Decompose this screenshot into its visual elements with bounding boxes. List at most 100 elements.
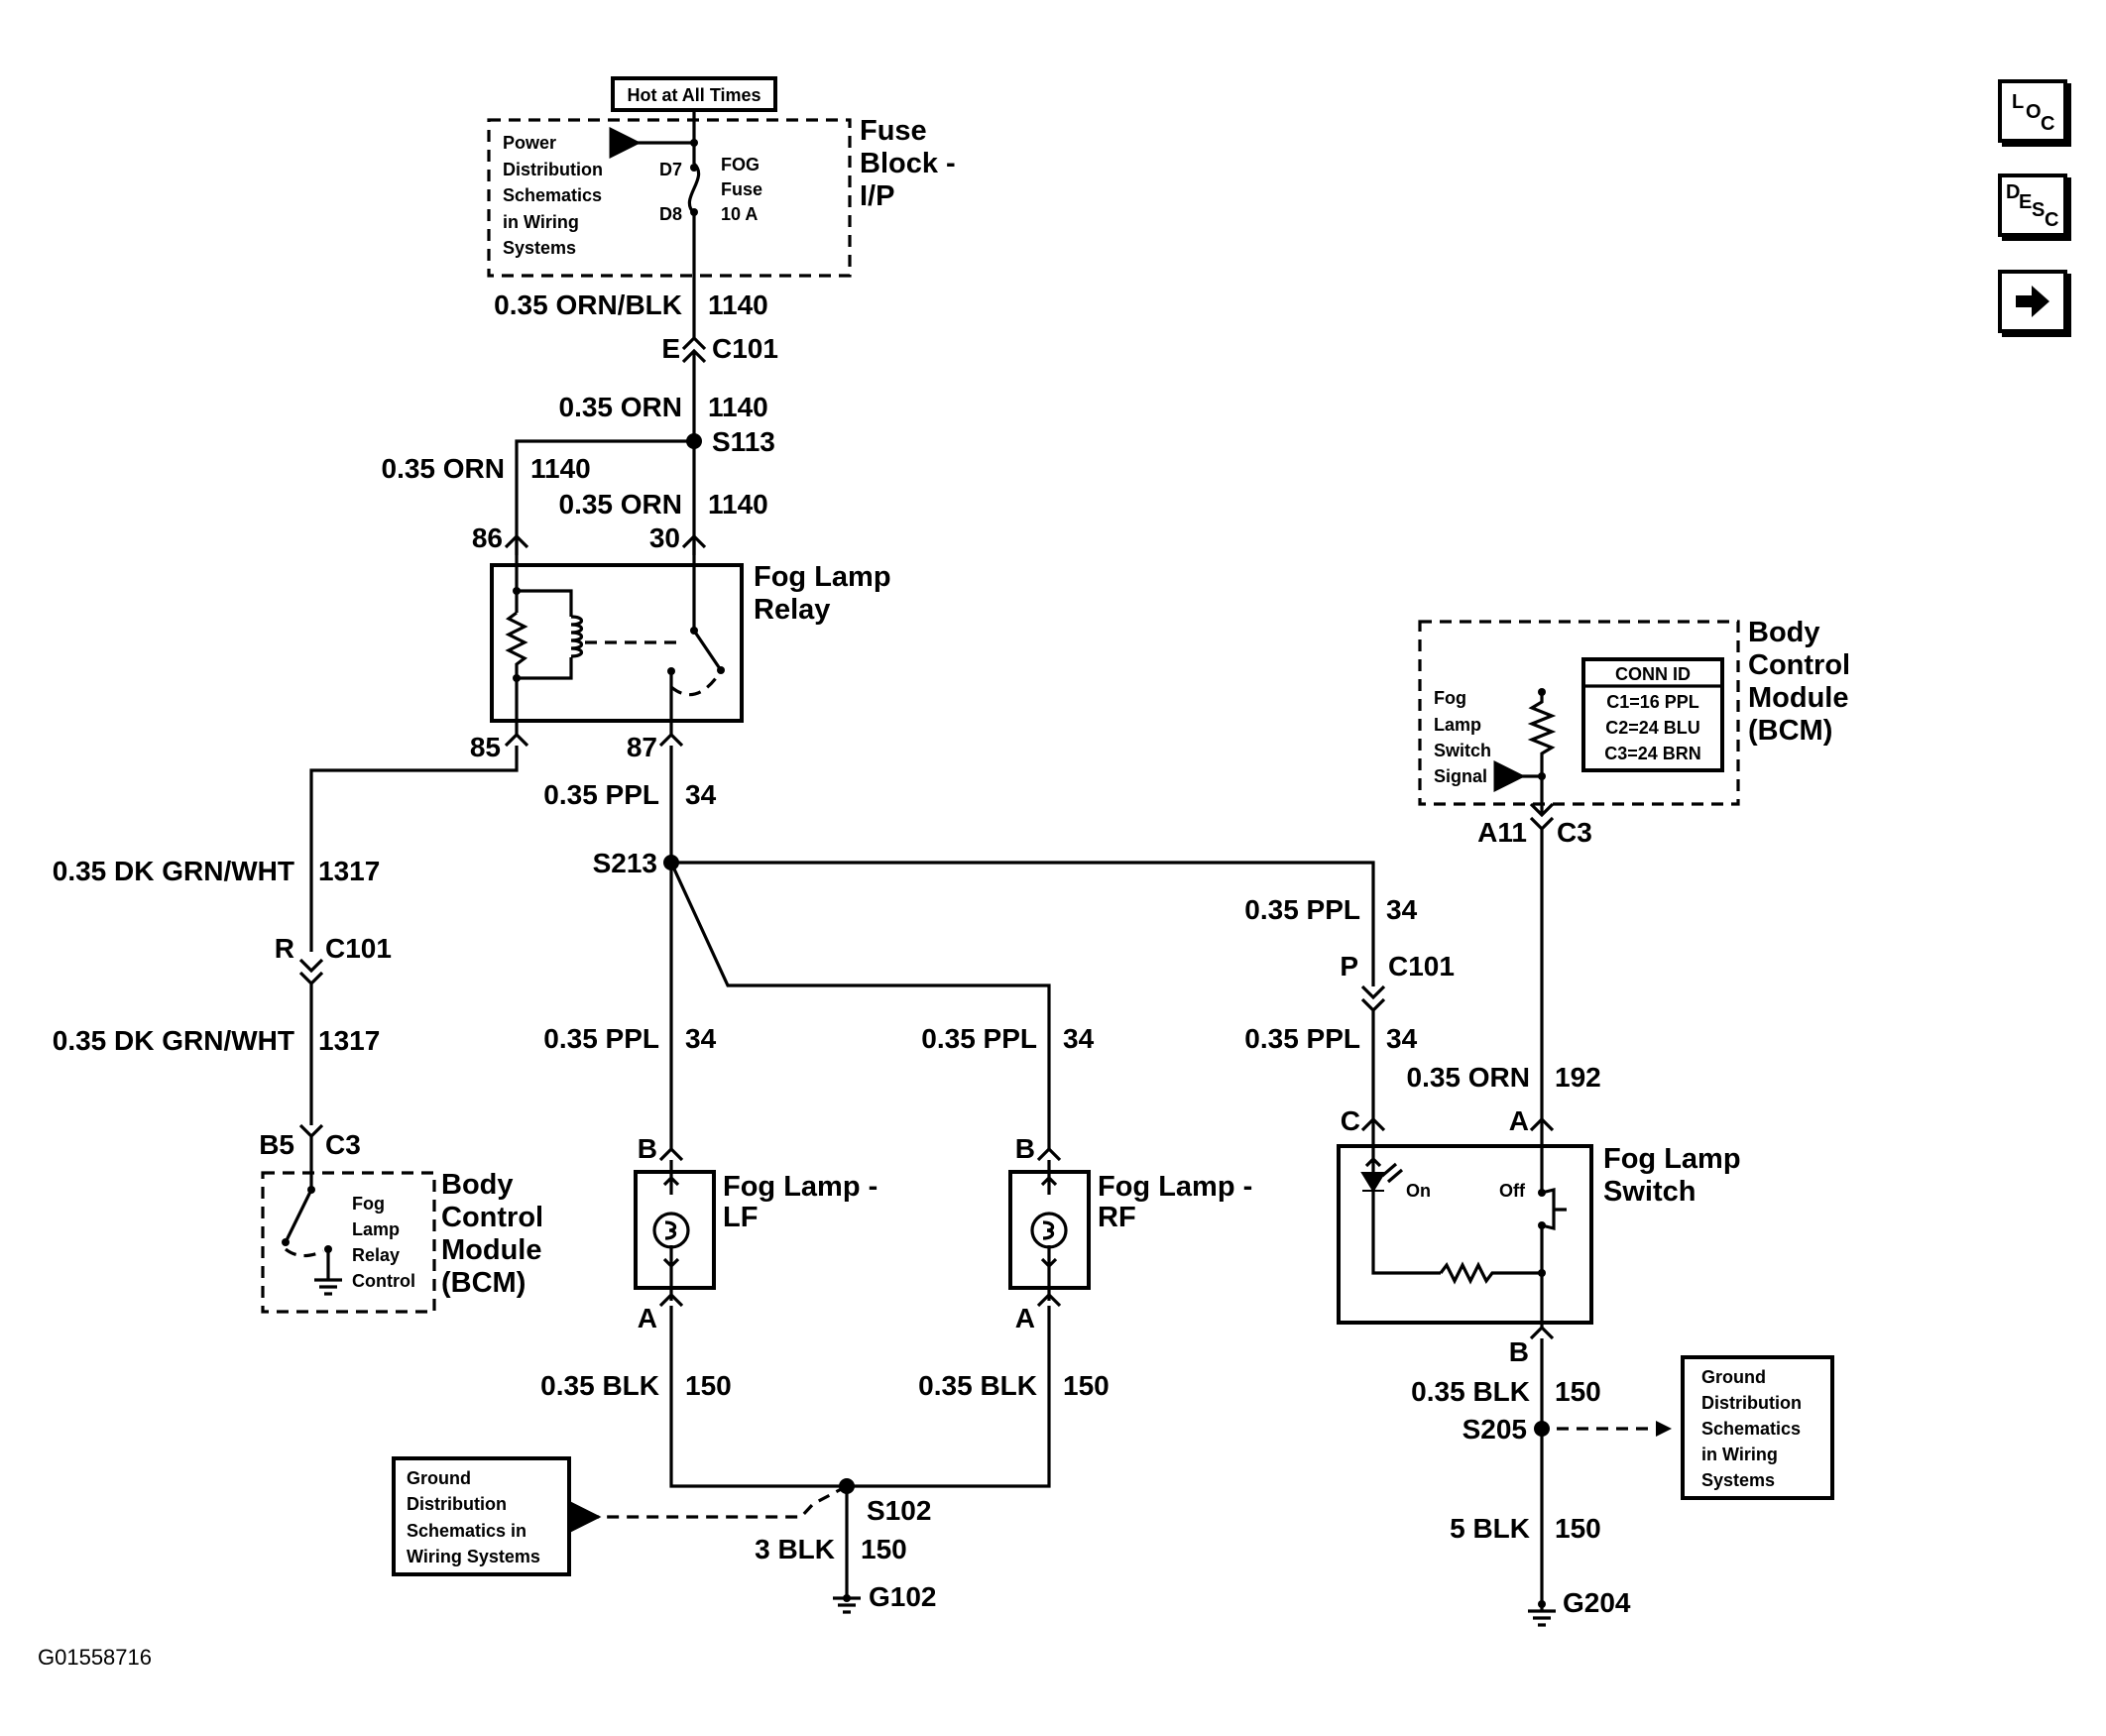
bcm-bottom-name-4: (BCM) (441, 1267, 526, 1299)
b5-conn: C3 (325, 1129, 361, 1160)
switch-signal-1: Fog (1434, 688, 1466, 708)
c101-e-connector (681, 327, 707, 428)
splice-s102-label: S102 (867, 1495, 931, 1526)
relay-pin-30: 30 (649, 522, 680, 553)
relay-control-4: Control (352, 1271, 415, 1291)
splice-s205 (1534, 1421, 1550, 1437)
ground-circuit-g204: 0.35 BLK 150 S205 Ground Distribution Sc… (1411, 1338, 1834, 1627)
ground-left-1: Ground (407, 1468, 471, 1488)
switch-signal-2: Lamp (1434, 715, 1481, 735)
relay-coil (570, 615, 584, 658)
bcm-pullup-resistor (1527, 692, 1557, 815)
wire-150-circuit-5blk: 150 (1555, 1513, 1601, 1544)
switch-off-label: Off (1499, 1181, 1526, 1201)
relay-name-2: Relay (754, 594, 830, 626)
wire-34-circuit-a: 34 (685, 779, 717, 810)
lamp-lf-name-2: LF (723, 1202, 758, 1233)
wire-150-circuit-lf: 150 (685, 1370, 732, 1401)
fuse-label-3: 10 A (721, 204, 758, 224)
relay-resistor (505, 611, 528, 678)
bcm-bottom-outline (261, 1171, 436, 1314)
bcm-top-name-3: Module (1748, 682, 1849, 714)
fuse-block-name-1: Fuse (860, 115, 927, 147)
bcm-bottom-name-3: Module (441, 1234, 542, 1266)
lamp-lf-pin-b: B (638, 1133, 657, 1164)
a11-pin: A11 (1477, 817, 1527, 848)
wire-1140-circuit-d: 1140 (708, 489, 768, 520)
wire-34-gauge-a: 0.35 PPL (543, 779, 659, 810)
c101-p-connector (1360, 984, 1386, 1130)
conn-id-title: CONN ID (1615, 664, 1691, 684)
power-note-1: Power (503, 133, 556, 153)
bcm-fog-switch-signal: Body Control Module (BCM) Fog Lamp Switc… (1407, 617, 1850, 1130)
relay-pin-87: 87 (627, 732, 657, 762)
bcm-relay-control-switch (284, 1136, 330, 1280)
bcm-top-outline (1418, 620, 1740, 806)
switch-name-1: Fog Lamp (1603, 1143, 1741, 1175)
desc-button[interactable]: D E S C (1998, 174, 2067, 237)
switch-pin-c: C (1341, 1105, 1360, 1136)
switch-box (1337, 1144, 1593, 1325)
fuse-block-name-3: I/P (860, 180, 894, 212)
g204-ground-icon (1528, 1609, 1556, 1627)
switch-pin-b: B (1509, 1336, 1529, 1367)
lamp-rf-name-1: Fog Lamp - (1098, 1171, 1252, 1203)
bcm-top-name-4: (BCM) (1748, 715, 1832, 747)
lamp-rf-name-2: RF (1098, 1202, 1136, 1233)
wire-1317-circuit-a: 1317 (318, 856, 380, 886)
relay-control-2: Lamp (352, 1219, 400, 1239)
loc-glyph: L (2012, 91, 2025, 113)
wire-150-circuit-3blk: 150 (861, 1534, 907, 1564)
relay-pin-86: 86 (472, 522, 503, 553)
b5-pin: B5 (259, 1129, 294, 1160)
ground-note-right (1681, 1355, 1834, 1500)
ground-right-4: in Wiring (1701, 1445, 1778, 1464)
relay-name-1: Fog Lamp (754, 561, 891, 593)
circuit-1140: 0.35 ORN/BLK 1140 E C101 0.35 ORN 1140 S… (382, 289, 778, 555)
wire-1140-gauge-a: 0.35 ORN/BLK (494, 289, 682, 320)
lamp-rf-pin-a: A (1015, 1303, 1035, 1333)
hot-at-all-times-label: Hot at All Times (627, 85, 760, 105)
switch-signal-3: Switch (1434, 741, 1491, 760)
wire-34-gauge-sw-b: 0.35 PPL (1244, 1023, 1360, 1054)
fuse-pin-d8: D8 (659, 204, 682, 224)
switch-pin-a: A (1509, 1105, 1529, 1136)
fuse-block-name-2: Block - (860, 148, 956, 179)
power-note-3: Schematics (503, 185, 602, 205)
fuse-label-1: FOG (721, 155, 760, 174)
ground-left-4: Wiring Systems (407, 1547, 540, 1566)
wire-192-gauge: 0.35 ORN (1407, 1062, 1531, 1093)
g102-ground-icon (833, 1486, 861, 1614)
power-note-4: in Wiring (503, 212, 579, 232)
switch-indicator-led-icon (1360, 1172, 1386, 1193)
relay-pin-85: 85 (470, 732, 501, 762)
ground-left-3: Schematics in (407, 1521, 526, 1541)
circuit-34: 0.35 PPL 34 S213 0.35 PPL 34 0.35 PPL 34… (543, 746, 1455, 1150)
wire-150-gauge-sw: 0.35 BLK (1411, 1376, 1530, 1407)
wire-150-gauge-lf: 0.35 BLK (540, 1370, 659, 1401)
ground-left-2: Distribution (407, 1494, 507, 1514)
splice-s213-label: S213 (593, 848, 657, 878)
wire-1140-circuit-a: 1140 (708, 289, 768, 320)
lamp-lf-name-1: Fog Lamp - (723, 1171, 878, 1203)
loc-button[interactable]: L O C (1998, 79, 2067, 143)
wire-150-gauge-rf: 0.35 BLK (918, 1370, 1037, 1401)
c101-p-pin: P (1340, 951, 1358, 982)
splice-s113-label: S113 (712, 426, 775, 457)
next-button[interactable] (1998, 270, 2067, 333)
wire-192-circuit: 192 (1555, 1062, 1601, 1093)
wire-34-circuit-sw-a: 34 (1386, 894, 1418, 925)
c101-r-pin: R (275, 933, 294, 964)
power-note-5: Systems (503, 238, 576, 258)
fog-lamp-rf: B Fog Lamp - RF A (1008, 1133, 1252, 1333)
wire-34-circuit-lf: 34 (685, 1023, 717, 1054)
wire-34-gauge-lf: 0.35 PPL (543, 1023, 659, 1054)
wire-1140-gauge-b: 0.35 ORN (559, 392, 683, 422)
wire-1140-gauge-d: 0.35 ORN (559, 489, 683, 520)
hot-bus-wire (609, 110, 696, 159)
a11-conn: C3 (1557, 817, 1592, 848)
lamp-lf-bulb-icon (652, 1212, 690, 1249)
bcm-relay-control: Fog Lamp Relay Control Body Control Modu… (261, 1136, 543, 1314)
switch-contact (1541, 1187, 1567, 1231)
relay-box (490, 563, 744, 723)
